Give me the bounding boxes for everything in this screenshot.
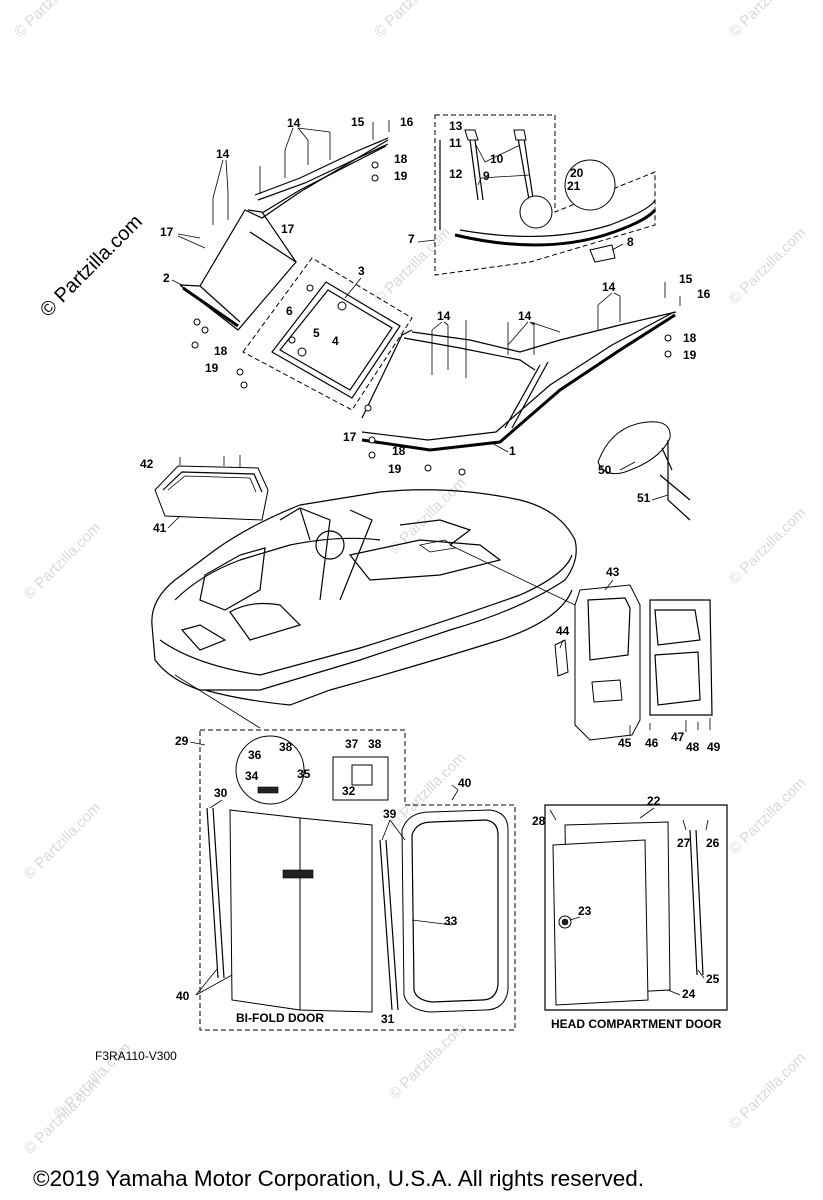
nut-group [191,161,672,476]
part-label: 17 [281,222,295,236]
part-label: 7 [408,232,415,246]
part-label: 24 [682,987,696,1001]
watermark: © Partzilla.com [726,1049,809,1132]
watermark: © Partzilla.com [726,504,809,587]
part-label: 9 [483,169,490,183]
part-label: 2 [163,271,170,285]
part-label: 20 [570,166,584,180]
watermark: © Partzilla.com [21,519,104,602]
part-label: 13 [449,119,463,133]
head-door-caption: HEAD COMPARTMENT DOOR [551,1017,722,1031]
part-label: 18 [683,331,697,345]
bifold-door-section [199,729,516,1031]
part-label: 19 [205,361,219,375]
part-label: 18 [214,344,228,358]
watermark: © Partzilla.com [386,1019,469,1102]
part-label: 15 [351,115,365,129]
side-watermark: © Partzilla.com [36,211,147,322]
part-label: 14 [216,147,230,161]
part-label: 10 [490,152,504,166]
part-label: 1 [509,444,516,458]
part-label: 38 [368,737,382,751]
screw-group [212,132,621,378]
part-label: 51 [637,491,651,505]
part-label: 49 [707,740,721,754]
part-label: 11 [449,136,462,150]
part-label: 21 [567,179,581,193]
watermark: © Partzilla.com [726,774,809,857]
part-label: 42 [140,457,154,471]
part-label: 25 [706,972,720,986]
part-label: 37 [345,737,359,751]
part-label: 14 [437,309,451,323]
part-label: 18 [392,444,406,458]
part-label: 36 [248,748,262,762]
part-label: 14 [602,280,616,294]
part-label: 14 [518,309,532,323]
watermark: © Partzilla.com [726,0,809,41]
cabinet-assembly [554,584,713,741]
part-label: 40 [176,989,190,1003]
copyright-notice: ©2019 Yamaha Motor Corporation, U.S.A. A… [33,1166,644,1191]
head-door-section [544,804,728,1011]
part-label: 16 [697,287,711,301]
part-label: 6 [286,304,293,318]
windshield-assembly [179,120,681,476]
part-label: 29 [175,734,189,748]
part-label: 8 [627,235,634,249]
part-labels: 14 15 16 14 18 19 17 17 2 3 6 5 4 18 19 … [140,115,721,1026]
watermark: © Partzilla.com [21,799,104,882]
bifold-door-caption: BI-FOLD DOOR [236,1011,324,1025]
part-label: 27 [677,836,691,850]
hatch-and-mirror [154,421,691,521]
part-label: 15 [679,272,693,286]
part-label: 18 [394,152,408,166]
part-label: 22 [647,794,661,808]
part-label: 26 [706,836,720,850]
watermark: © Partzilla.com [371,0,454,41]
part-label: 23 [578,904,592,918]
part-label: 41 [153,521,167,535]
part-label: 34 [245,769,259,783]
watermark: © Partzilla.com [726,224,809,307]
part-label: 39 [383,807,397,821]
part-label: 32 [342,784,356,798]
part-label: 50 [598,463,612,477]
part-label: 31 [381,1012,395,1026]
part-label: 19 [394,169,408,183]
part-label: 38 [279,740,293,754]
part-label: 16 [400,115,414,129]
part-label: 5 [313,326,320,340]
part-label: 46 [645,736,659,750]
part-label: 33 [444,914,458,928]
leader-lines [167,127,705,996]
part-label: 40 [458,776,472,790]
part-label: 28 [532,814,546,828]
part-label: 4 [332,334,339,348]
part-label: 12 [449,167,463,181]
part-label: 17 [160,225,174,239]
part-label: 35 [297,767,311,781]
part-label: 19 [388,462,402,476]
part-label: 19 [683,348,697,362]
diagram-code: F3RA110-V300 [95,1049,177,1063]
part-label: 3 [358,264,365,278]
part-label: 48 [686,740,700,754]
part-label: 17 [343,430,357,444]
part-label: 45 [618,736,632,750]
boat-hull [151,489,577,729]
watermark: © Partzilla.com [386,474,469,557]
detail-box-top [434,114,657,276]
watermark: © Partzilla.com [11,0,94,41]
part-label: 44 [556,624,570,638]
part-label: 43 [606,565,620,579]
part-label: 14 [287,116,301,130]
part-label: 47 [671,730,685,744]
part-label: 30 [214,786,228,800]
